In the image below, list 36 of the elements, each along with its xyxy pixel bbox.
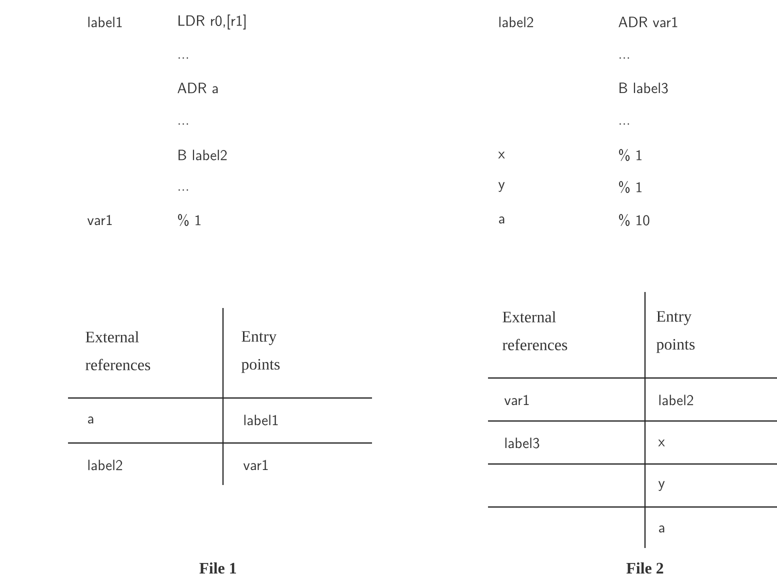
code-text: ... (178, 57, 188, 59)
code-text: a (499, 216, 504, 224)
table-cell: label2 (88, 460, 122, 470)
code-text: B label2 (178, 150, 227, 160)
code-text: ... (178, 123, 188, 125)
code-text: x (498, 152, 505, 158)
column-header: External references (502, 311, 568, 350)
code-text: LDR r0,[r1] (178, 14, 246, 30)
code-text: ADR var1 (618, 16, 678, 28)
table-cell: label2 (659, 394, 694, 406)
table-cell: var1 (243, 460, 268, 470)
table-cell: label3 (505, 438, 540, 448)
column-header: Entry points (241, 331, 280, 373)
table-cell: var1 (504, 394, 529, 406)
table-cell: y (658, 481, 665, 491)
code-text: % 1 (619, 148, 642, 162)
code-text: ... (620, 57, 629, 59)
code-text: % 10 (619, 214, 650, 226)
column-header: External references (86, 331, 150, 370)
figure-caption: File 2 (626, 562, 664, 574)
code-text: ... (178, 189, 188, 191)
code-text: ... (620, 123, 629, 125)
figure-caption: File 1 (199, 562, 236, 574)
table-cell: label1 (244, 414, 278, 426)
table-cell: a (659, 526, 664, 532)
code-text: var1 (87, 214, 112, 226)
column-header: Entry points (656, 311, 695, 353)
code-text: % 1 (619, 180, 642, 194)
code-text: label1 (88, 16, 122, 28)
table-cell: a (88, 416, 94, 424)
code-text: B label3 (620, 82, 668, 94)
table-cell: x (658, 440, 665, 446)
code-text: label2 (499, 16, 534, 28)
code-text: y (498, 182, 505, 192)
code-text: % 1 (178, 214, 200, 226)
code-text: ADR a (178, 82, 218, 94)
